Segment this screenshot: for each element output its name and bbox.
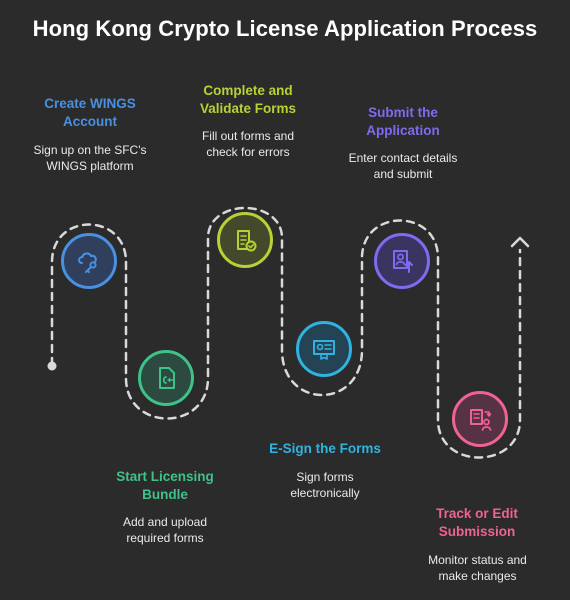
page-title: Hong Kong Crypto License Application Pro… [32, 16, 538, 41]
upload-profile-icon [393, 250, 413, 273]
cloud-key-icon [78, 252, 97, 273]
certificate-icon [313, 340, 335, 360]
checklist-icon [237, 230, 257, 252]
path-start-dot [47, 361, 57, 371]
code-file-icon [159, 367, 175, 389]
step-4-node [296, 321, 352, 377]
step-6-node [452, 391, 508, 447]
step-4-label: E-Sign the Forms [269, 441, 381, 456]
step-1-node [61, 233, 117, 289]
path-end-arrow [510, 236, 530, 248]
step-3-node [217, 212, 273, 268]
step-5-node [374, 233, 430, 289]
tracking-icon [470, 409, 492, 431]
step-2-node [138, 350, 194, 406]
